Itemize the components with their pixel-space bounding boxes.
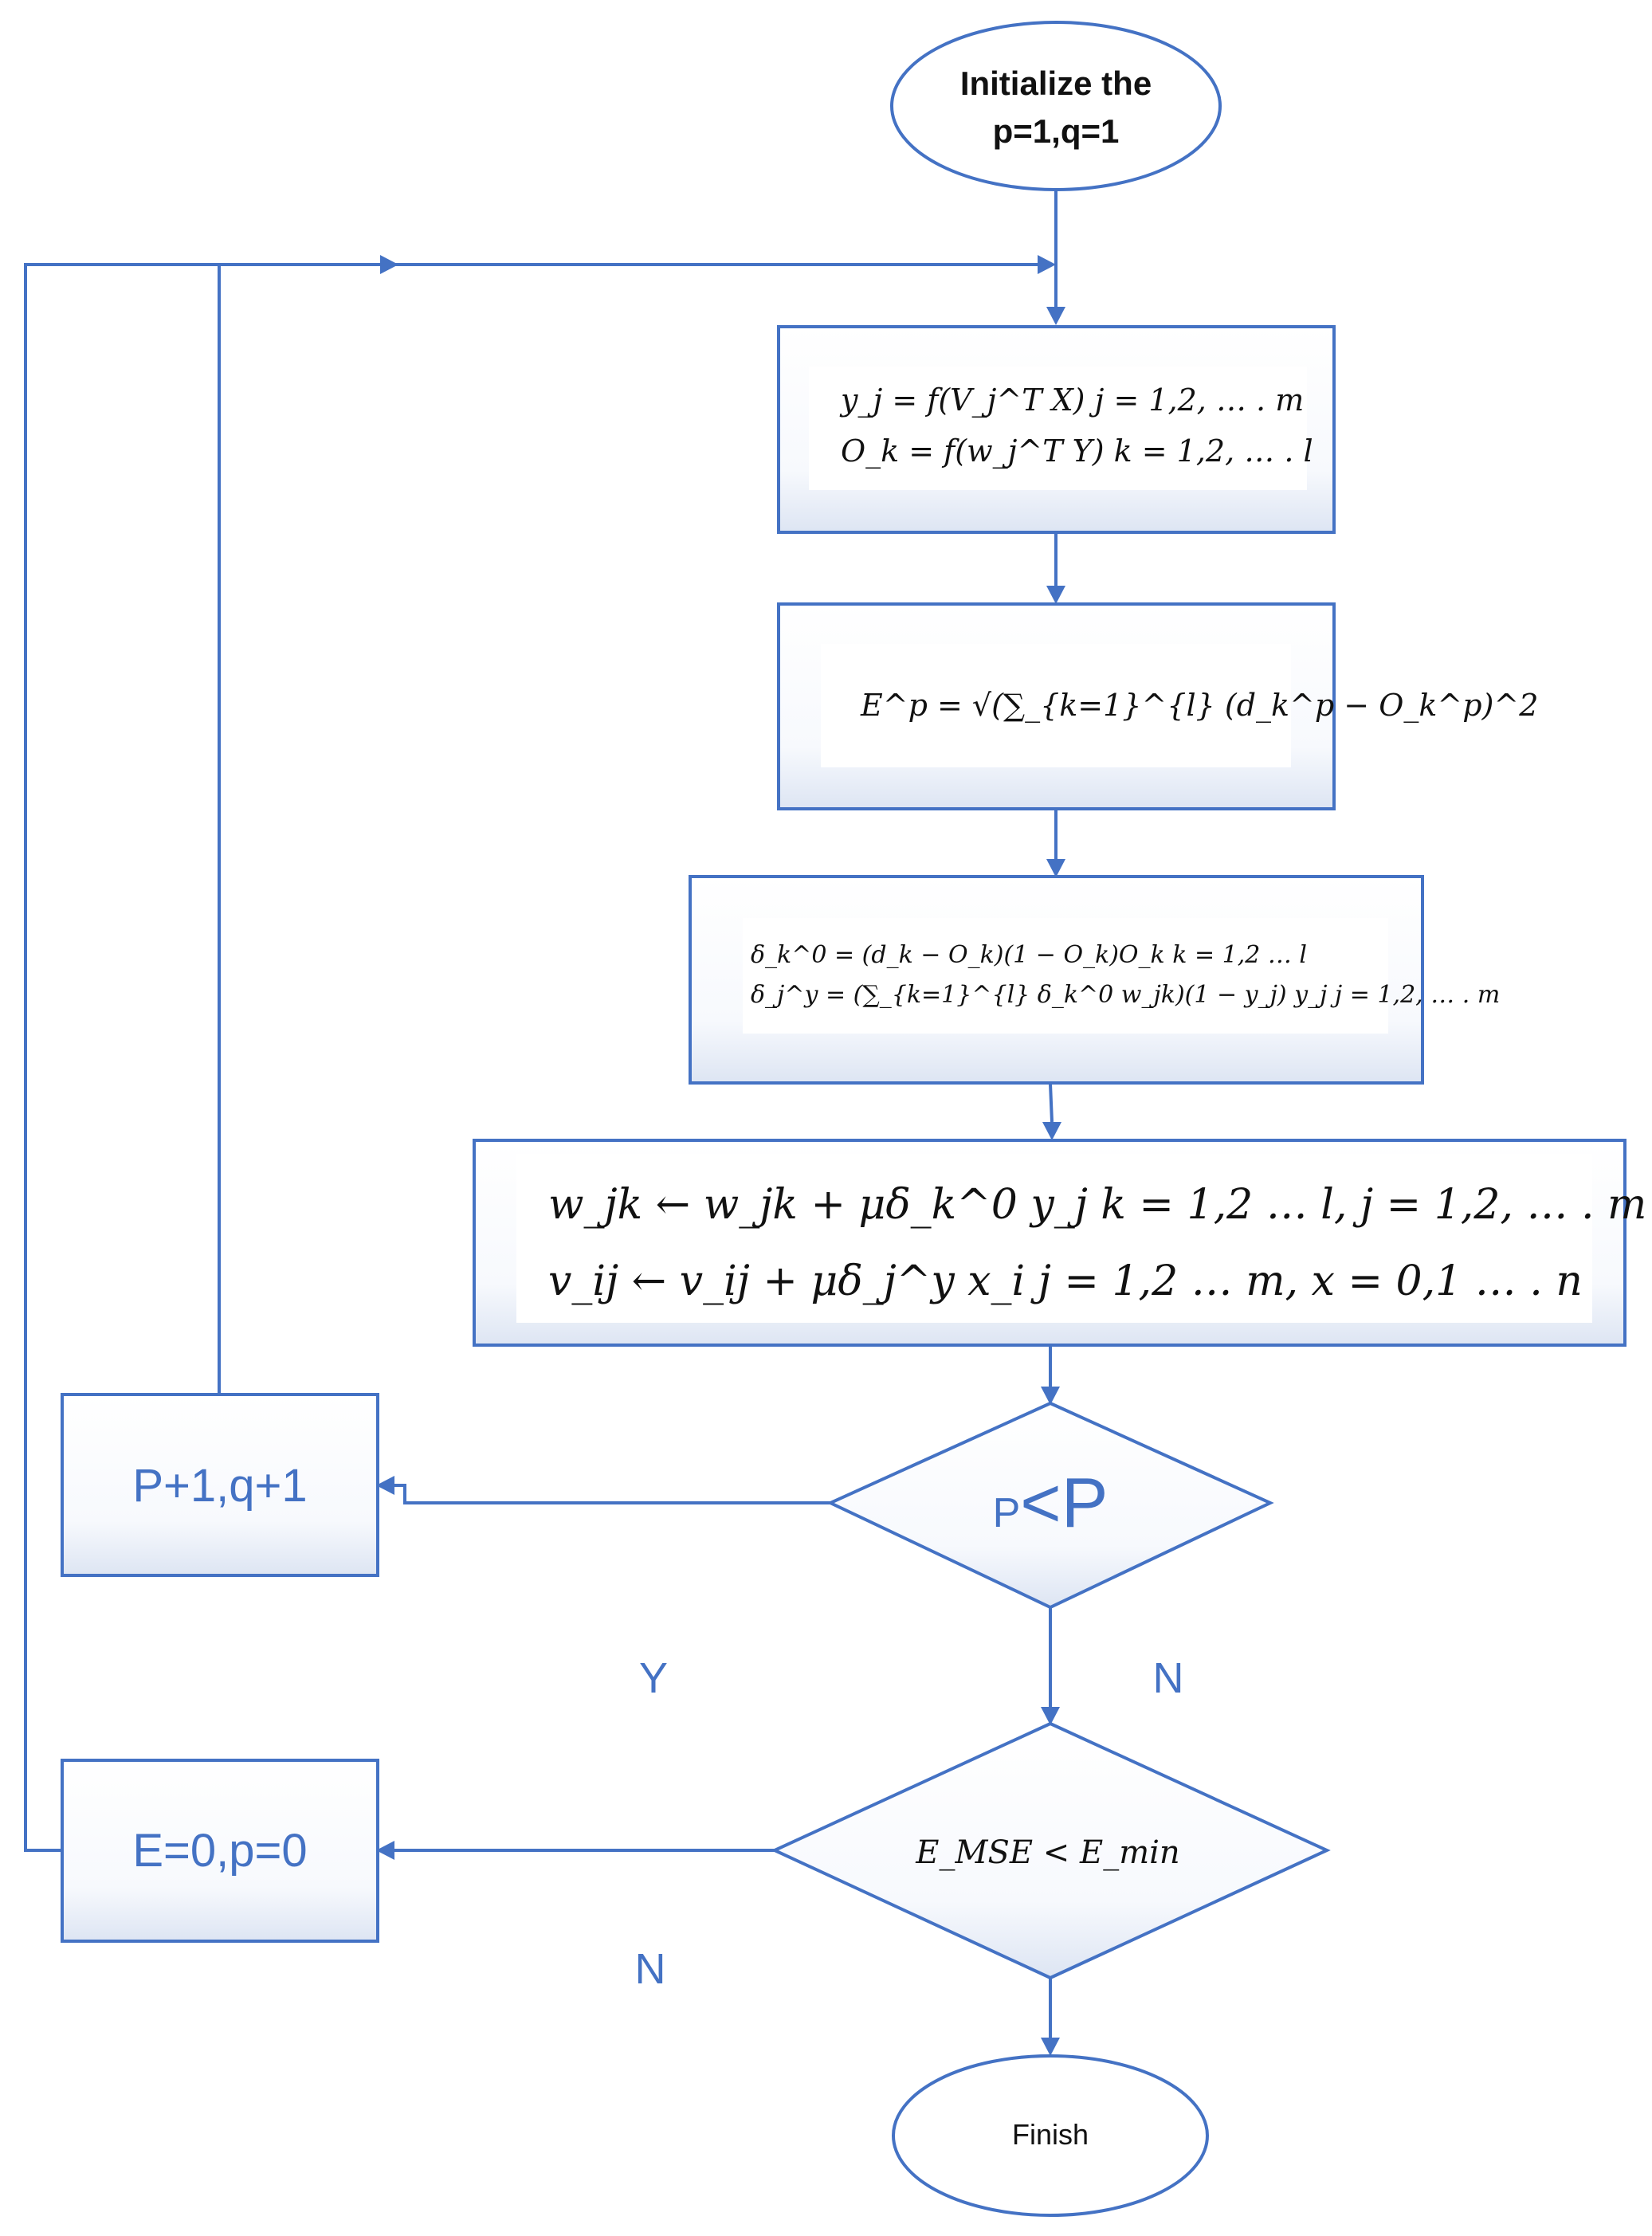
step4-line2: v_ij ← v_ij + μδ_j^y x_i j = 1,2 … m, x … xyxy=(548,1257,1583,1305)
decision1-large: <P xyxy=(1020,1463,1109,1542)
step2-line1: E^p = √(∑_{k=1}^{l} (d_k^p − O_k^p)^2 xyxy=(861,688,1539,723)
edge-reset-loop xyxy=(24,263,1038,1852)
start-terminal xyxy=(890,21,1222,191)
decision1-label: p<P xyxy=(931,1463,1170,1563)
arrowhead xyxy=(1041,1387,1060,1405)
start-label: Initialize the p=1,q=1 xyxy=(897,60,1215,155)
increment-box xyxy=(61,1393,379,1577)
start-line2: p=1,q=1 xyxy=(992,112,1120,150)
branch-label-n-right: N xyxy=(1152,1654,1184,1702)
start-line1: Initialize the xyxy=(959,65,1152,102)
arrowhead xyxy=(1046,586,1065,604)
decision2-text: E_MSE < E_min xyxy=(916,1834,1180,1871)
branch-label-n-left: N xyxy=(634,1945,666,1993)
arrowhead xyxy=(1041,1707,1060,1725)
finish-label: Finish xyxy=(1011,2118,1089,2151)
step3-formula: δ_k^0 = (d_k − O_k)(1 − O_k)O_k k = 1,2 … xyxy=(743,918,1501,1034)
edge-decision1-to-increment xyxy=(394,1484,830,1504)
step1-formula: y_j = f(V_j^T X) j = 1,2, … . m O_k = f(… xyxy=(809,367,1313,490)
arrowhead xyxy=(376,1476,394,1495)
arrowhead xyxy=(1046,859,1065,877)
decision2-formula: E_MSE < E_min xyxy=(885,1825,1211,1881)
finish-terminal xyxy=(892,2054,1209,2217)
arrowhead xyxy=(1046,307,1065,325)
step2-formula: E^p = √(∑_{k=1}^{l} (d_k^p − O_k^p)^2 xyxy=(821,644,1538,767)
increment-label: P+1,q+1 xyxy=(132,1460,308,1512)
decision1-diamond xyxy=(826,1401,1274,1610)
step3-line2: δ_j^y = (∑_{k=1}^{l} δ_k^0 w_jk)(1 − y_j… xyxy=(751,981,1501,1009)
decision1-small: p xyxy=(992,1490,1021,1536)
step1-line1: y_j = f(V_j^T X) j = 1,2, … . m xyxy=(841,382,1305,418)
arrowhead xyxy=(1038,255,1056,274)
reset-label: E=0,p=0 xyxy=(132,1825,308,1877)
step4-formula: w_jk ← w_jk + μδ_k^0 y_j k = 1,2 … l, j … xyxy=(516,1154,1647,1323)
arrowhead xyxy=(1042,1122,1061,1140)
arrowhead xyxy=(380,255,398,274)
step1-line2: O_k = f(w_j^T Y) k = 1,2, … . l xyxy=(841,433,1313,469)
edge-step3-to-step4 xyxy=(1049,1083,1054,1123)
step4-line1: w_jk ← w_jk + μδ_k^0 y_j k = 1,2 … l, j … xyxy=(548,1181,1647,1229)
arrowhead xyxy=(1041,2038,1060,2056)
arrowhead xyxy=(376,1841,394,1860)
reset-box xyxy=(61,1759,379,1943)
step3-line1: δ_k^0 = (d_k − O_k)(1 − O_k)O_k k = 1,2 … xyxy=(751,941,1307,969)
decision2-diamond xyxy=(771,1721,1331,1980)
branch-label-y: Y xyxy=(638,1654,669,1702)
edges xyxy=(24,191,1065,2056)
